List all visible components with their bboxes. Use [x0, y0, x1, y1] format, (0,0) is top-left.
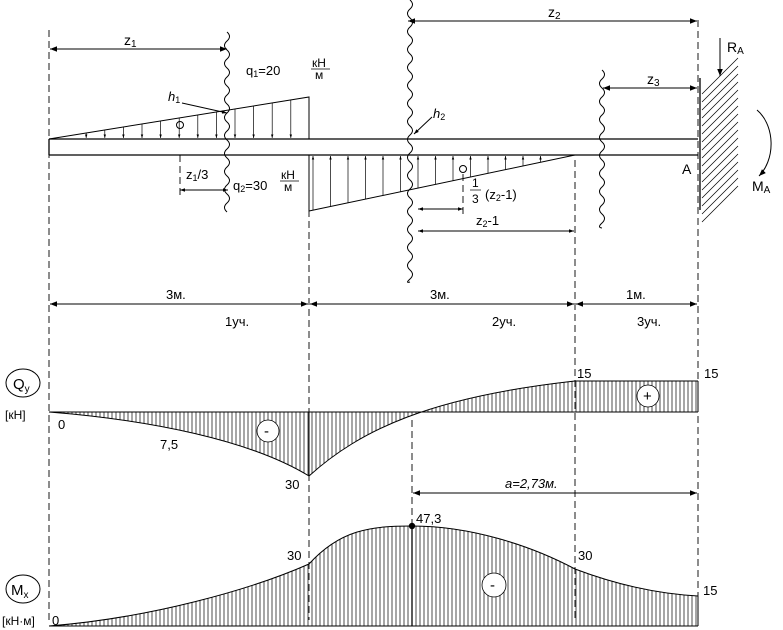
segment-2-length: 3м.	[430, 287, 450, 302]
centroid-marker-2	[459, 165, 467, 173]
q1-unit-num: кН	[312, 56, 326, 70]
guide-lines	[48, 20, 699, 620]
qy-sign-positive: +	[643, 388, 652, 405]
q2-load	[308, 154, 576, 212]
qy-symbol: Qy	[13, 376, 30, 395]
support-label: A	[682, 161, 692, 177]
q1-label: q1=20	[246, 63, 280, 79]
qy-sign-positive-circle	[636, 384, 660, 408]
mx-value-0: 0	[52, 613, 59, 628]
mx-value-30b: 30	[578, 548, 592, 563]
frac-denominator: 3	[472, 192, 479, 206]
h1-label: h1	[168, 89, 180, 105]
z1-third-label: z1/3	[186, 167, 208, 183]
z1-label: z1	[124, 32, 137, 50]
mx-sign-negative-circle	[481, 572, 507, 598]
segment-3-name: 3уч.	[637, 314, 661, 329]
qy-value-min: 30	[285, 477, 299, 492]
qy-sign-negative: -	[264, 423, 269, 440]
h2-leader	[413, 116, 433, 135]
a-label: a=2,73м.	[505, 476, 558, 491]
z3-label: z3	[647, 71, 660, 89]
mx-symbol: Mx	[11, 582, 29, 601]
ra-label: RA	[727, 39, 744, 57]
segment-1-length: 3м.	[166, 287, 186, 302]
fixed-support	[699, 57, 740, 223]
qy-value-mid: 7,5	[160, 437, 178, 452]
q1-unit-den: м	[315, 68, 323, 82]
section-lines	[224, 0, 605, 283]
segment-1-name: 1уч.	[225, 314, 249, 329]
mx-value-30a: 30	[287, 548, 301, 563]
q2-unit-num: кН	[281, 168, 295, 182]
shear-diagram	[48, 380, 699, 477]
qy-sign-negative-circle	[256, 419, 280, 443]
moment-diagram	[48, 522, 699, 627]
segment-3-length: 1м.	[626, 287, 646, 302]
q2-label: q2=30	[233, 178, 267, 194]
mx-unit: [кН·м]	[2, 614, 35, 628]
h2-label: h2	[433, 106, 445, 122]
frac-numerator: 1	[472, 176, 479, 190]
h1-leader	[181, 102, 228, 114]
mx-sign-negative: -	[490, 577, 495, 594]
z2-label: z2	[548, 4, 561, 22]
z2m1-paren: (z2-1)	[485, 187, 517, 203]
z2m1-label: z2-1	[476, 213, 499, 229]
q2-unit-den: м	[284, 180, 292, 194]
mx-symbol-circle	[5, 574, 41, 604]
mx-value-max: 47,3	[416, 511, 441, 526]
segment-2-name: 2уч.	[492, 314, 516, 329]
qy-unit: [кН]	[5, 408, 26, 422]
centroid-marker-1	[176, 121, 184, 129]
qy-value-0: 0	[58, 417, 65, 432]
qy-value-15a: 15	[577, 366, 591, 381]
ma-label: MA	[752, 178, 771, 196]
ma-arrow	[756, 109, 772, 177]
mx-value-15: 15	[703, 583, 717, 598]
qy-symbol-circle	[5, 368, 41, 398]
qy-value-15b: 15	[704, 366, 718, 381]
